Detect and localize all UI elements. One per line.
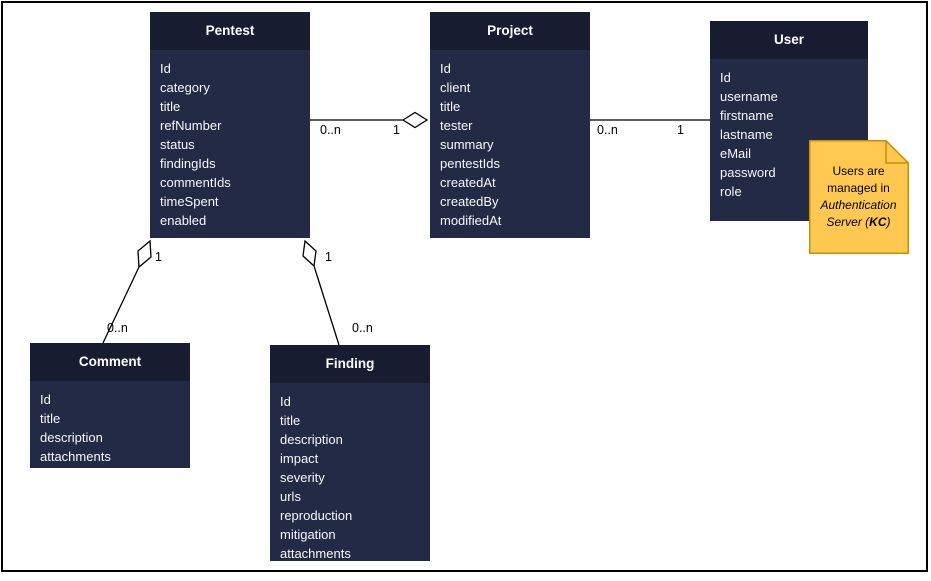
entity-field: reproduction — [280, 508, 353, 523]
note-line: managed in — [827, 181, 890, 195]
entity-field: Id — [280, 394, 291, 409]
entity-field: eMail — [720, 146, 752, 161]
entity-pentest-title: Pentest — [150, 12, 310, 50]
entity-field: client — [440, 80, 471, 95]
multiplicity-pentest-finding-source: 1 — [325, 250, 332, 264]
entity-comment[interactable]: Comment Id title description attachments — [30, 343, 190, 468]
entity-field: impact — [280, 451, 319, 466]
note-line: Authentication — [820, 198, 897, 212]
entity-pentest[interactable]: Pentest Id category title refNumber status fi… — [150, 12, 310, 238]
entity-finding-title: Finding — [270, 345, 430, 383]
sticky-note-text: Users are managed in Authentication Serv… — [809, 163, 908, 231]
connector-line[interactable] — [313, 265, 340, 346]
sticky-note-shape[interactable] — [809, 140, 909, 254]
connector-pentest-project[interactable] — [310, 111, 429, 129]
entity-pentest-fields: Id category title refNumber status findingIds… — [150, 50, 310, 230]
entity-field: description — [40, 430, 103, 445]
entity-field: password — [720, 165, 776, 180]
connector-pentest-finding[interactable] — [302, 239, 340, 346]
aggregation-diamond-icon — [401, 111, 429, 129]
entity-field: attachments — [40, 449, 111, 464]
entity-field: findingIds — [160, 156, 216, 171]
entity-field: Id — [40, 392, 51, 407]
entity-field: urls — [280, 489, 301, 504]
entity-field: firstname — [720, 108, 774, 123]
entity-field: Id — [720, 70, 731, 85]
entity-field: role — [720, 184, 742, 199]
entity-finding[interactable]: Finding Id title description impact severity… — [270, 345, 430, 561]
aggregation-diamond-icon — [302, 239, 317, 268]
entity-field: summary — [440, 137, 494, 152]
multiplicity-pentest-finding-target: 0..n — [352, 321, 373, 335]
entity-field: severity — [280, 470, 325, 485]
entity-field: mitigation — [280, 527, 336, 542]
entity-field: commentIds — [160, 175, 231, 190]
entity-field: category — [160, 80, 210, 95]
entity-field: createdAt — [440, 175, 496, 190]
entity-field: title — [40, 411, 61, 426]
multiplicity-project-user-target: 1 — [677, 123, 684, 137]
multiplicity-pentest-project-target: 1 — [393, 123, 400, 137]
entity-field: status — [160, 137, 195, 152]
multiplicity-pentest-comment-target: 0..n — [107, 321, 128, 335]
connector-pentest-comment[interactable] — [102, 239, 152, 344]
multiplicity-pentest-comment-source: 1 — [155, 250, 162, 264]
multiplicity-project-user-source: 0..n — [597, 123, 618, 137]
entity-user-fields: Id username firstname lastname eMail password… — [710, 59, 868, 201]
entity-field: description — [280, 432, 343, 447]
entity-field: enabled — [160, 213, 207, 228]
entity-user[interactable]: User Id username firstname lastname eMail pas… — [710, 21, 868, 221]
entity-comment-title: Comment — [30, 343, 190, 381]
entity-project-fields: Id client title tester summary pentestIds crea… — [430, 50, 590, 230]
entity-field: lastname — [720, 127, 773, 142]
aggregation-diamond-icon — [137, 239, 152, 269]
entity-field: pentestIds — [440, 156, 500, 171]
connector-line[interactable] — [102, 266, 140, 344]
entity-field: createdBy — [440, 194, 499, 209]
sticky-note[interactable] — [809, 140, 909, 254]
entity-field: title — [160, 99, 181, 114]
entity-finding-fields: Id title description impact severity urls repr… — [270, 383, 430, 561]
entity-field: title — [440, 99, 461, 114]
sticky-note-fold-icon — [885, 140, 909, 164]
entity-project-title: Project — [430, 12, 590, 50]
entity-field: Id — [440, 61, 451, 76]
entity-field: modifiedAt — [440, 213, 502, 228]
entity-field: username — [720, 89, 778, 104]
entity-field: Id — [160, 61, 171, 76]
entity-comment-fields: Id title description attachments — [30, 381, 190, 466]
note-line: Users are — [832, 164, 885, 178]
entity-field: refNumber — [160, 118, 222, 133]
entity-field: tester — [440, 118, 473, 133]
entity-field: attachments — [280, 546, 351, 561]
entity-field: title — [280, 413, 301, 428]
entity-user-title: User — [710, 21, 868, 59]
entity-field: timeSpent — [160, 194, 219, 209]
note-line: Server (KC) — [826, 215, 891, 229]
entity-project[interactable]: Project Id client title tester summary pentes… — [430, 12, 590, 238]
multiplicity-pentest-project-source: 0..n — [320, 123, 341, 137]
